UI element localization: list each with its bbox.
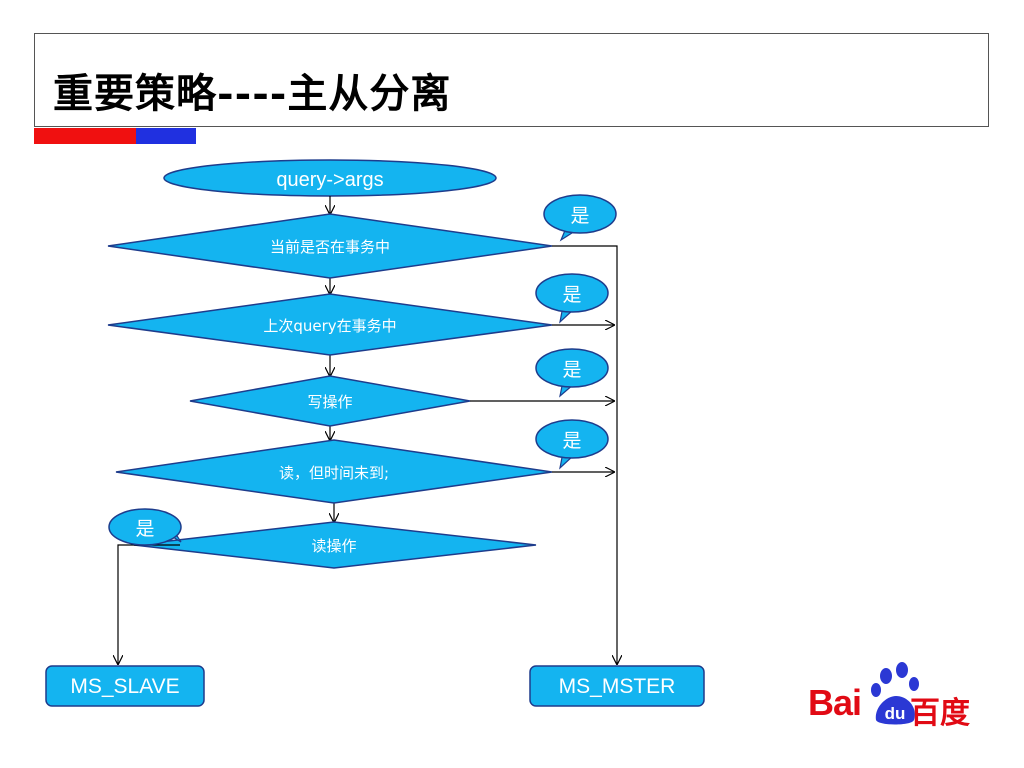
accent-bar-red [34, 128, 136, 144]
yes-label: 是 [135, 518, 154, 540]
decision-label: 当前是否在事务中 [270, 238, 390, 256]
yes-label: 是 [562, 359, 581, 381]
yes-callout: 是 [535, 419, 609, 470]
terminal-ms-slave [45, 665, 205, 707]
accent-bar-blue [136, 128, 196, 144]
logo-mark-text: du [885, 704, 906, 723]
yes-label: 是 [562, 430, 581, 452]
decision-label: 上次query在事务中 [263, 317, 396, 335]
paw-icon: du [871, 662, 919, 725]
yes-label: 是 [562, 284, 581, 306]
decision-label: 读，但时间未到; [279, 464, 389, 482]
logo-text-cn: 百度 [910, 696, 970, 731]
yes-branch-to-slave [118, 544, 180, 664]
yes-label: 是 [570, 205, 589, 227]
start-node-label: query->args [276, 169, 383, 191]
yes-callout: 是 [535, 273, 609, 324]
yes-branch-to-master [552, 245, 617, 664]
decision-label: 读操作 [311, 537, 356, 555]
terminal-ms-master [529, 665, 705, 707]
decision-label: 写操作 [307, 393, 352, 411]
yes-callout: 是 [543, 194, 617, 242]
title-frame: 重要策略----主从分离 [34, 33, 989, 127]
logo-text-latin: Bai [808, 682, 862, 723]
yes-callout: 是 [535, 348, 609, 398]
terminal-ms-slave-label: MS_SLAVE [70, 675, 179, 698]
decision-read-op [133, 521, 537, 569]
yes-callout: 是 [108, 508, 182, 546]
slide-title: 重要策略----主从分离 [53, 70, 452, 117]
terminal-ms-master-label: MS_MSTER [559, 675, 676, 698]
baidu-logo: Bai du 百度 [808, 660, 988, 731]
